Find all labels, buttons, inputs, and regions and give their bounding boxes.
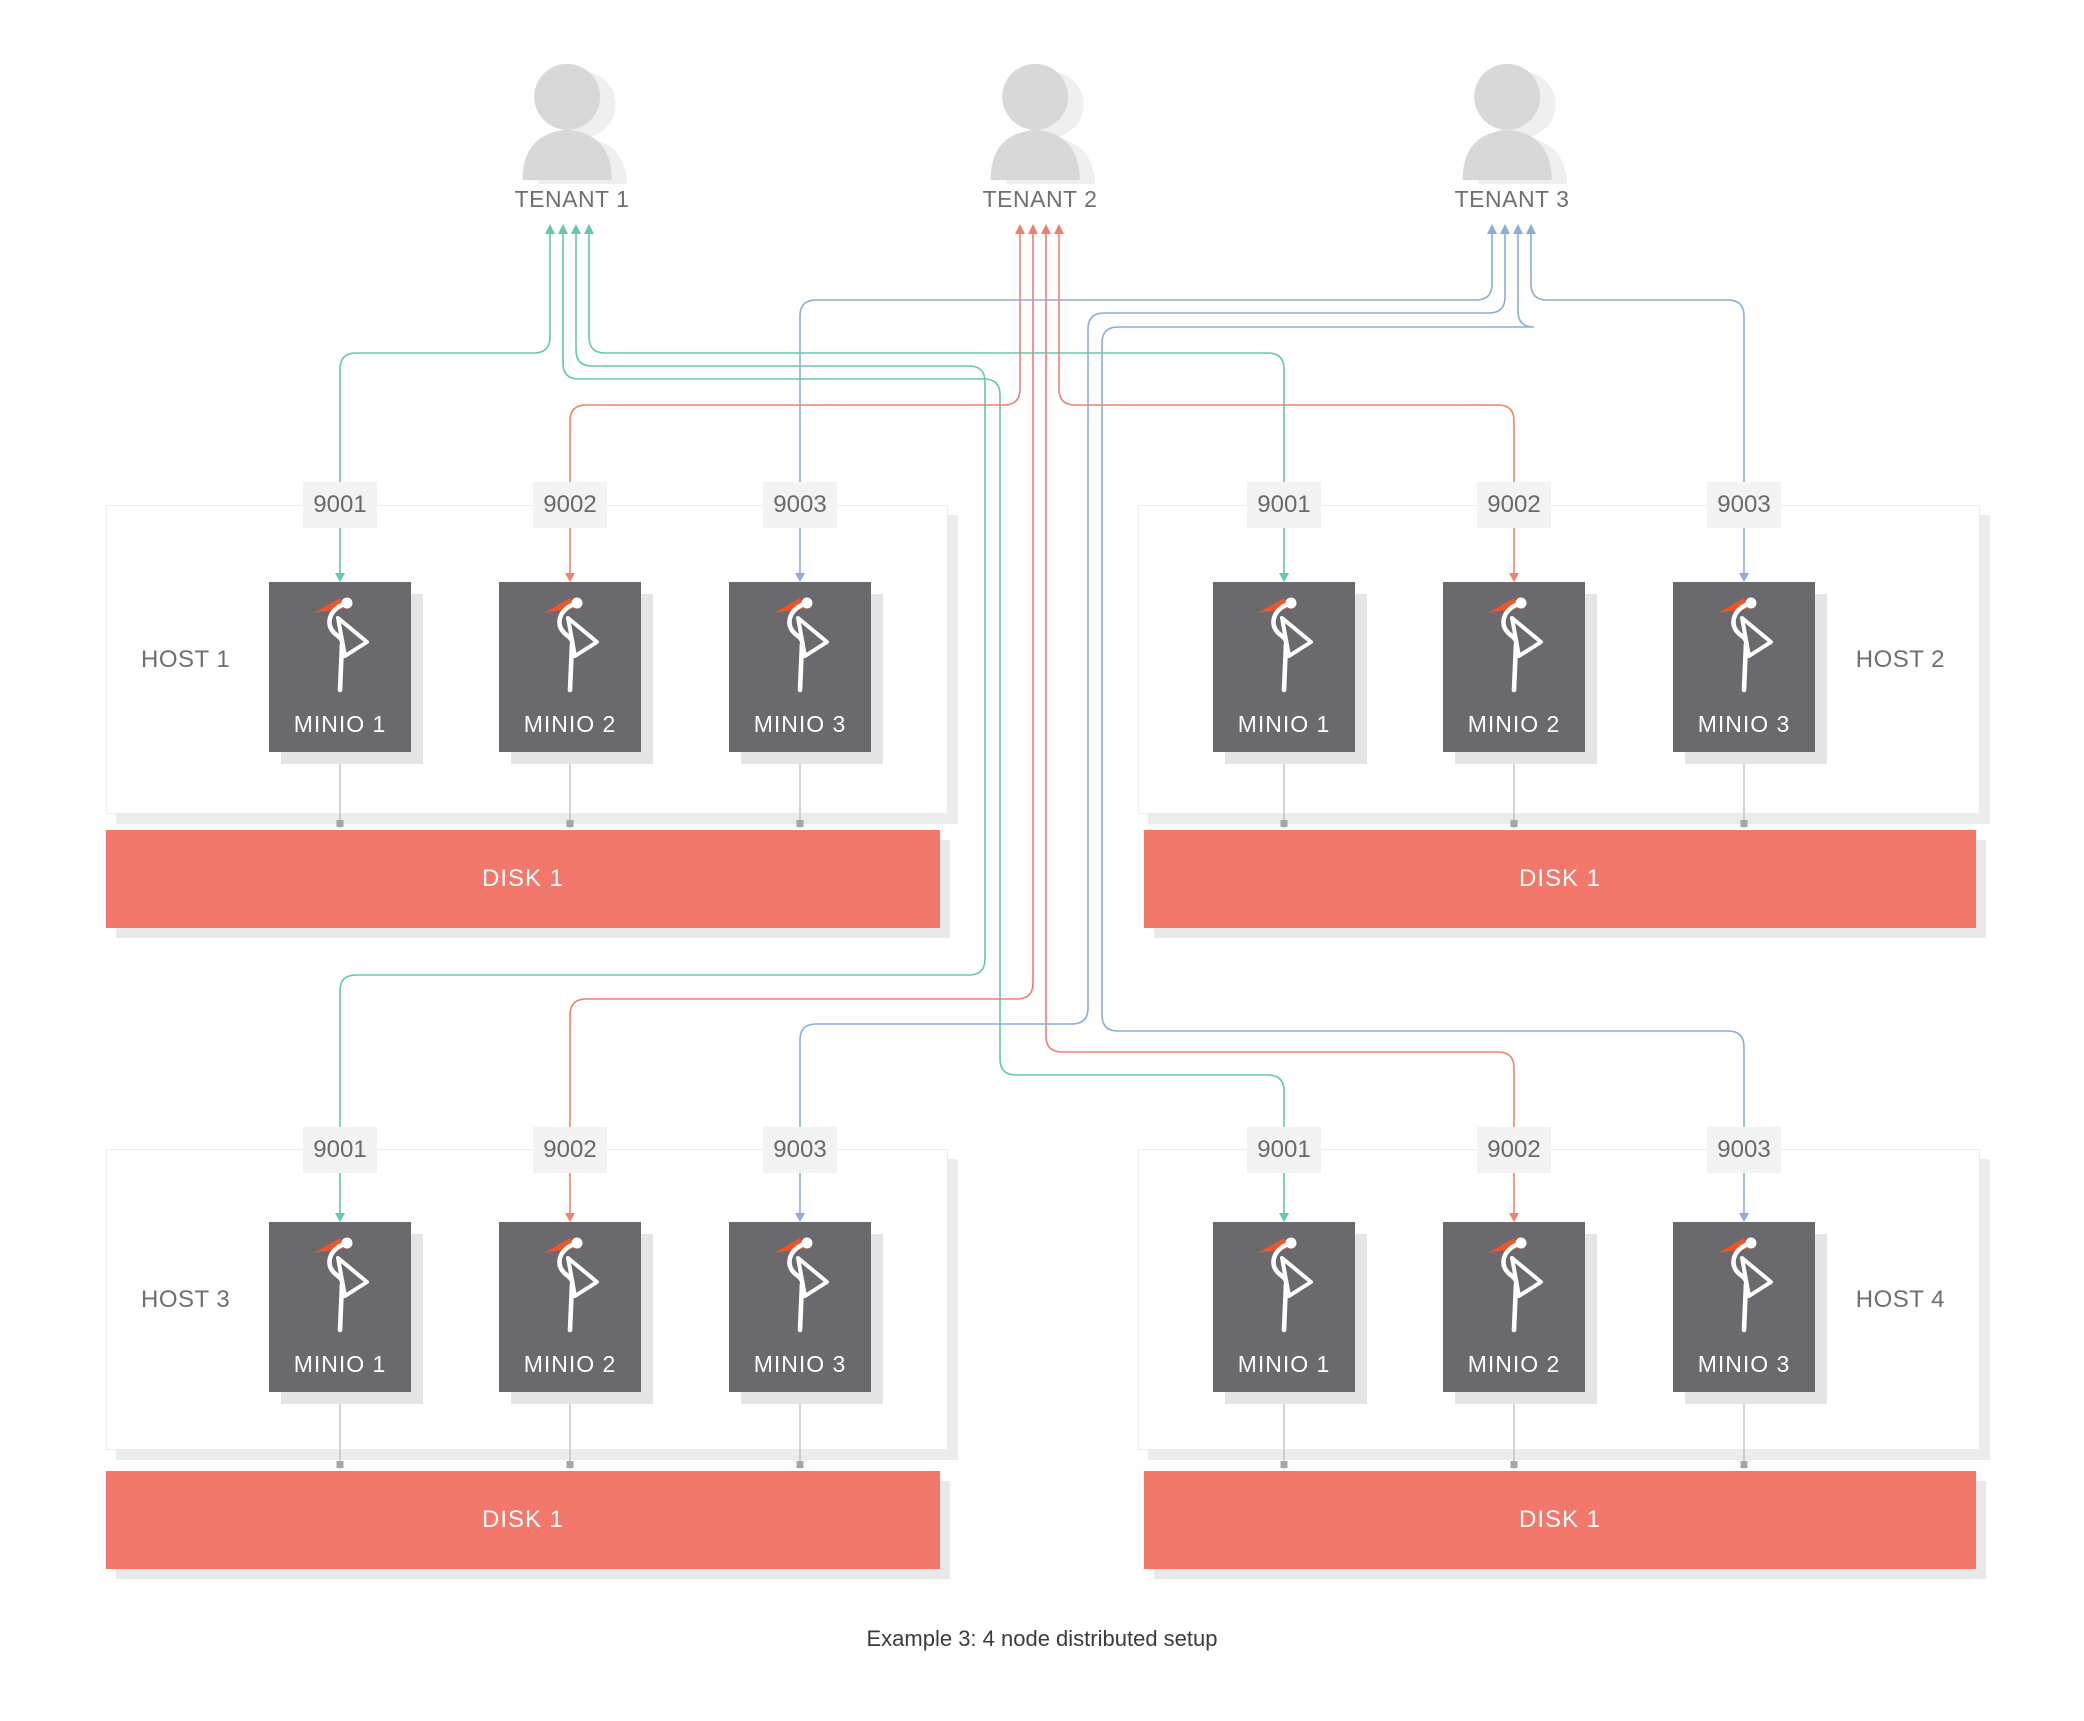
minio-node-label: MINIO 1 xyxy=(1237,711,1331,737)
host-label: HOST 2 xyxy=(1855,645,1945,673)
host-label: HOST 4 xyxy=(1855,1285,1945,1313)
port-badge: 9002 xyxy=(533,482,607,528)
port-badge: 9002 xyxy=(1477,1127,1551,1173)
minio-node-label: MINIO 3 xyxy=(753,1351,847,1377)
disk-bar: DISK 1 xyxy=(1144,1471,1976,1569)
disk-label: DISK 1 xyxy=(1518,1506,1602,1533)
minio-node: MINIO 2 xyxy=(1443,1222,1585,1392)
disk-label: DISK 1 xyxy=(1518,865,1602,892)
tenant-figure-1: TENANT 1 xyxy=(477,58,667,213)
person-icon xyxy=(965,58,1115,184)
minio-node: MINIO 3 xyxy=(1673,1222,1815,1392)
port-badge: 9001 xyxy=(1247,1127,1321,1173)
disk-label: DISK 1 xyxy=(481,865,565,892)
tenant-figure-3: TENANT 3 xyxy=(1417,58,1607,213)
connector-end-squares xyxy=(336,749,1748,1468)
minio-node-label: MINIO 1 xyxy=(293,1351,387,1377)
port-badge: 9003 xyxy=(1707,482,1781,528)
minio-node: MINIO 3 xyxy=(1673,582,1815,752)
disk-label: DISK 1 xyxy=(481,1506,565,1533)
port-badge: 9002 xyxy=(533,1127,607,1173)
up-arrow-icons-tenant1 xyxy=(545,224,594,234)
minio-bird-icon xyxy=(1252,1236,1316,1336)
up-arrow-icons-tenant2 xyxy=(1015,224,1064,234)
minio-node-label: MINIO 3 xyxy=(1697,711,1791,737)
minio-bird-icon xyxy=(538,596,602,696)
minio-node: MINIO 1 xyxy=(1213,1222,1355,1392)
minio-node-label: MINIO 2 xyxy=(523,1351,617,1377)
minio-node: MINIO 2 xyxy=(499,1222,641,1392)
minio-node: MINIO 3 xyxy=(729,1222,871,1392)
minio-node-label: MINIO 2 xyxy=(523,711,617,737)
minio-node-label: MINIO 2 xyxy=(1467,1351,1561,1377)
minio-node: MINIO 1 xyxy=(1213,582,1355,752)
host-label: HOST 1 xyxy=(141,645,231,673)
port-badge: 9003 xyxy=(763,1127,837,1173)
disk-bar: DISK 1 xyxy=(106,1471,940,1569)
person-icon xyxy=(497,58,647,184)
minio-bird-icon xyxy=(1482,596,1546,696)
minio-bird-icon xyxy=(1482,1236,1546,1336)
minio-node: MINIO 1 xyxy=(269,582,411,752)
port-badge: 9003 xyxy=(1707,1127,1781,1173)
port-badge: 9001 xyxy=(303,1127,377,1173)
minio-node: MINIO 3 xyxy=(729,582,871,752)
tenant-figure-2: TENANT 2 xyxy=(945,58,1135,213)
down-arrow-icons-top-row xyxy=(335,573,1749,582)
minio-node: MINIO 2 xyxy=(499,582,641,752)
person-icon xyxy=(1437,58,1587,184)
port-badge: 9002 xyxy=(1477,482,1551,528)
minio-bird-icon xyxy=(1252,596,1316,696)
minio-bird-icon xyxy=(308,596,372,696)
minio-node-label: MINIO 3 xyxy=(1697,1351,1791,1377)
minio-bird-icon xyxy=(768,596,832,696)
minio-bird-icon xyxy=(308,1236,372,1336)
minio-node-label: MINIO 1 xyxy=(293,711,387,737)
minio-node-label: MINIO 1 xyxy=(1237,1351,1331,1377)
disk-bar: DISK 1 xyxy=(106,830,940,928)
minio-bird-icon xyxy=(1712,1236,1776,1336)
minio-node: MINIO 2 xyxy=(1443,582,1585,752)
tenant-label: TENANT 1 xyxy=(514,186,630,212)
tenant-label: TENANT 3 xyxy=(1454,186,1570,212)
port-badge: 9001 xyxy=(1247,482,1321,528)
port-badge: 9001 xyxy=(303,482,377,528)
node-disk-connectors xyxy=(339,752,1745,1469)
minio-bird-icon xyxy=(538,1236,602,1336)
disk-bar: DISK 1 xyxy=(1144,830,1976,928)
minio-node: MINIO 1 xyxy=(269,1222,411,1392)
host-label: HOST 3 xyxy=(141,1285,231,1313)
tenant-label: TENANT 2 xyxy=(982,186,1098,212)
diagram-caption: Example 3: 4 node distributed setup xyxy=(866,1626,1218,1651)
down-arrow-icons-bottom-row xyxy=(335,1213,1749,1222)
up-arrow-icons-tenant3 xyxy=(1487,224,1536,234)
minio-bird-icon xyxy=(768,1236,832,1336)
port-badge: 9003 xyxy=(763,482,837,528)
minio-bird-icon xyxy=(1712,596,1776,696)
minio-node-label: MINIO 3 xyxy=(753,711,847,737)
minio-node-label: MINIO 2 xyxy=(1467,711,1561,737)
